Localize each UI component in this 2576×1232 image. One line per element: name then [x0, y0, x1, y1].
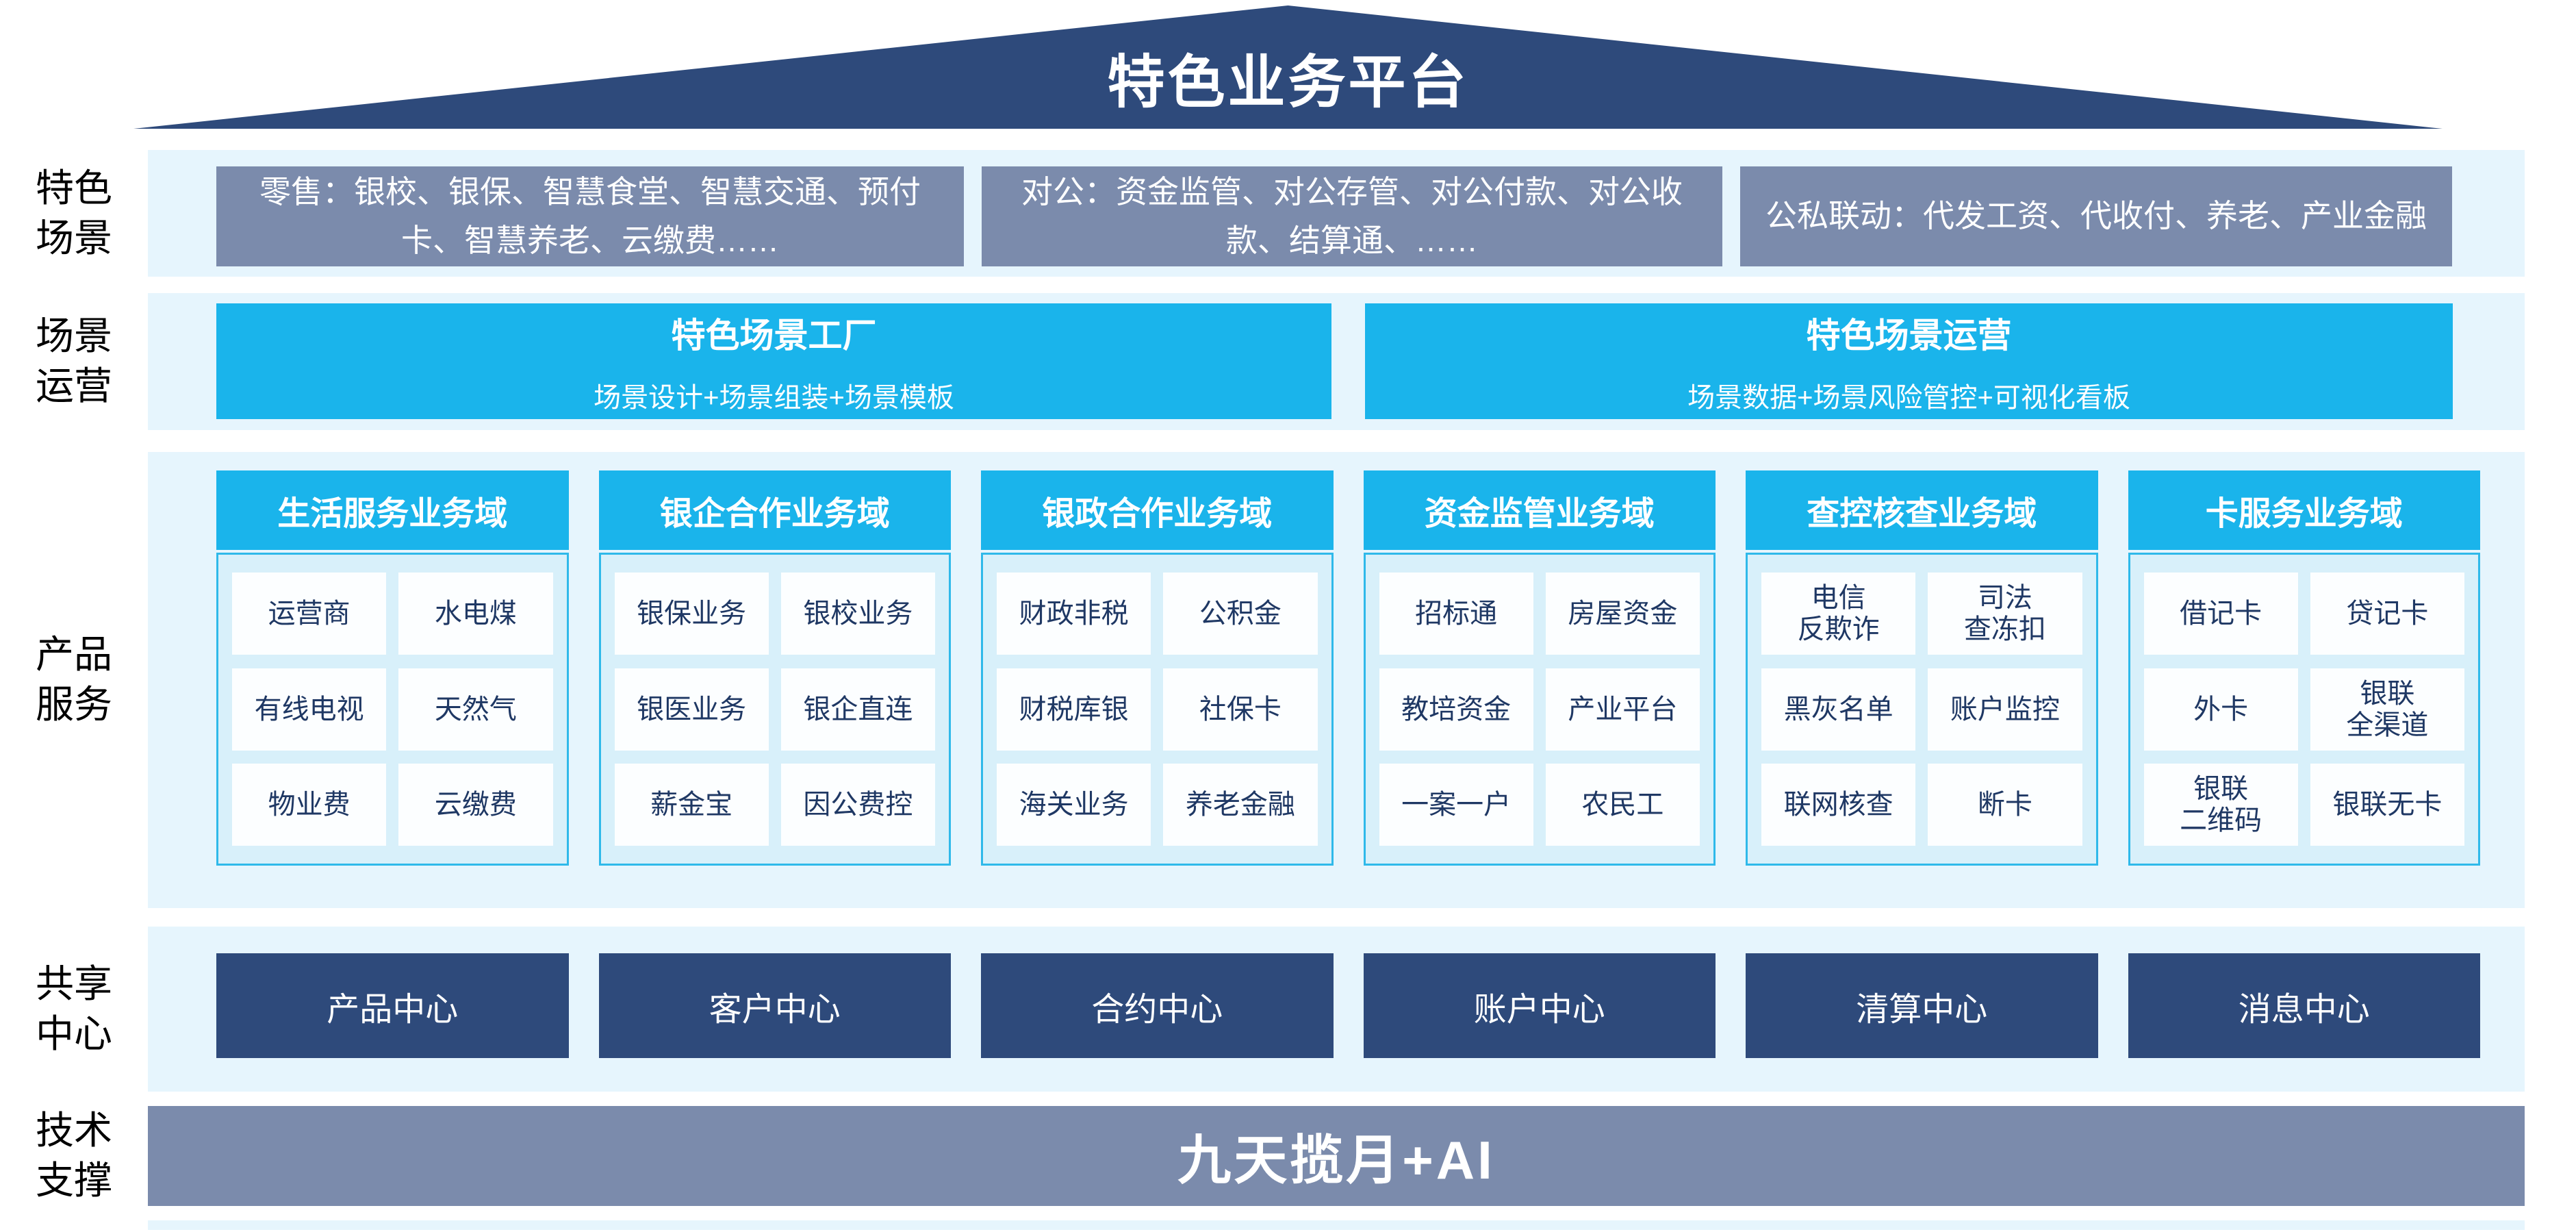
domain-column-card-services: 卡服务业务域 借记卡 贷记卡 外卡 银联 全渠道 银联 二维码 银联无卡 — [2128, 470, 2480, 866]
domain-body: 运营商 水电煤 有线电视 天然气 物业费 云缴费 — [216, 553, 569, 866]
domain-item-cell: 银企直连 — [780, 668, 935, 751]
domain-item-row: 物业费 云缴费 — [232, 764, 553, 846]
domain-item-cell: 电信 反欺诈 — [1761, 573, 1916, 655]
domain-item-cell: 公积金 — [1163, 573, 1318, 655]
domain-item-row: 财税库银 社保卡 — [997, 668, 1318, 751]
domain-item-cell: 账户监控 — [1928, 668, 2082, 751]
share-center-box-message: 消息中心 — [2128, 953, 2480, 1058]
domain-item-cell: 天然气 — [398, 668, 553, 751]
scene-operation-title: 特色场景运营 — [1806, 316, 2012, 355]
domain-item-row: 教培资金 产业平台 — [1379, 668, 1700, 751]
domain-item-row: 银联 二维码 银联无卡 — [2143, 764, 2464, 846]
domain-item-cell: 银校业务 — [780, 573, 935, 655]
domain-column-life-services: 生活服务业务域 运营商 水电煤 有线电视 天然气 物业费 云缴费 — [216, 470, 569, 866]
domain-item-cell: 招标通 — [1379, 573, 1533, 655]
domain-item-cell: 断卡 — [1928, 764, 2082, 846]
domain-item-cell: 司法 查冻扣 — [1928, 573, 2082, 655]
domain-header: 银企合作业务域 — [598, 470, 951, 550]
domain-item-row: 电信 反欺诈 司法 查冻扣 — [1761, 573, 2082, 655]
scene-box-retail: 零售：银校、银保、智慧食堂、智慧交通、预付卡、智慧养老、云缴费…… — [216, 166, 964, 266]
domain-header: 银政合作业务域 — [981, 470, 1334, 550]
domain-item-cell: 银联无卡 — [2310, 764, 2464, 846]
domain-item-cell: 财税库银 — [997, 668, 1151, 751]
domain-item-cell: 银保业务 — [614, 573, 769, 655]
domain-item-cell: 云缴费 — [398, 764, 553, 846]
domain-item-row: 银保业务 银校业务 — [614, 573, 935, 655]
domain-body: 银保业务 银校业务 银医业务 银企直连 薪金宝 因公费控 — [598, 553, 951, 866]
scene-operation-box: 特色场景运营 场景数据+场景风险管控+可视化看板 — [1365, 303, 2453, 419]
domain-item-cell: 水电煤 — [398, 573, 553, 655]
domain-item-cell: 运营商 — [232, 573, 387, 655]
domain-item-row: 招标通 房屋资金 — [1379, 573, 1700, 655]
domain-item-cell: 社保卡 — [1163, 668, 1318, 751]
domain-item-row: 薪金宝 因公费控 — [614, 764, 935, 846]
domain-item-cell: 教培资金 — [1379, 668, 1533, 751]
domain-item-cell: 财政非税 — [997, 573, 1151, 655]
domain-item-cell: 银联 全渠道 — [2310, 668, 2464, 751]
bottom-strip — [148, 1220, 2525, 1230]
domain-body: 招标通 房屋资金 教培资金 产业平台 一案一户 农民工 — [1363, 553, 1716, 866]
domain-item-row: 运营商 水电煤 — [232, 573, 553, 655]
domain-item-row: 海关业务 养老金融 — [997, 764, 1318, 846]
domain-item-row: 借记卡 贷记卡 — [2143, 573, 2464, 655]
domain-item-cell: 一案一户 — [1379, 764, 1533, 846]
domain-column-fund-supervision: 资金监管业务域 招标通 房屋资金 教培资金 产业平台 一案一户 农民工 — [1363, 470, 1716, 866]
side-label-products: 产品 服务 — [36, 633, 112, 726]
share-center-box-customer: 客户中心 — [598, 953, 951, 1058]
share-center-box-account: 账户中心 — [1363, 953, 1716, 1058]
domain-item-cell: 农民工 — [1545, 764, 1700, 846]
roof-banner: 特色业务平台 — [133, 5, 2443, 129]
scene-factory-title: 特色场景工厂 — [671, 316, 877, 355]
domain-item-cell: 养老金融 — [1163, 764, 1318, 846]
domain-item-cell: 贷记卡 — [2310, 573, 2464, 655]
share-center-box-contract: 合约中心 — [981, 953, 1334, 1058]
domain-item-cell: 银联 二维码 — [2143, 764, 2298, 846]
domain-item-row: 银医业务 银企直连 — [614, 668, 935, 751]
scene-factory-subtitle: 场景设计+场景组装+场景模板 — [594, 382, 954, 413]
domain-item-cell: 薪金宝 — [614, 764, 769, 846]
domain-item-cell: 海关业务 — [997, 764, 1151, 846]
share-center-box-clearing: 清算中心 — [1746, 953, 2098, 1058]
domain-header: 查控核查业务域 — [1746, 470, 2098, 550]
domain-item-row: 外卡 银联 全渠道 — [2143, 668, 2464, 751]
side-label-scene-ops: 场景 运营 — [36, 314, 112, 407]
share-center-box-product: 产品中心 — [216, 953, 569, 1058]
domain-body: 电信 反欺诈 司法 查冻扣 黑灰名单 账户监控 联网核查 断卡 — [1746, 553, 2098, 866]
domain-header: 生活服务业务域 — [216, 470, 569, 550]
platform-title: 特色业务平台 — [1107, 50, 1469, 114]
domain-item-cell: 黑灰名单 — [1761, 668, 1916, 751]
scene-box-corporate: 对公：资金监管、对公存管、对公付款、对公收款、结算通、…… — [982, 166, 1722, 266]
domain-item-cell: 借记卡 — [2143, 573, 2298, 655]
domain-body: 借记卡 贷记卡 外卡 银联 全渠道 银联 二维码 银联无卡 — [2128, 553, 2480, 866]
side-label-share-centers: 共享 中心 — [36, 961, 112, 1055]
domain-column-bank-enterprise: 银企合作业务域 银保业务 银校业务 银医业务 银企直连 薪金宝 因公费控 — [598, 470, 951, 866]
domain-item-cell: 因公费控 — [780, 764, 935, 846]
scene-operation-subtitle: 场景数据+场景风险管控+可视化看板 — [1687, 382, 2130, 413]
domain-body: 财政非税 公积金 财税库银 社保卡 海关业务 养老金融 — [981, 553, 1334, 866]
domain-item-cell: 有线电视 — [232, 668, 387, 751]
domain-item-row: 联网核查 断卡 — [1761, 764, 2082, 846]
scene-factory-box: 特色场景工厂 场景设计+场景组装+场景模板 — [216, 303, 1331, 419]
domain-item-cell: 银医业务 — [614, 668, 769, 751]
side-label-featured-scenes: 特色 场景 — [36, 166, 112, 260]
domain-item-cell: 联网核查 — [1761, 764, 1916, 846]
share-centers: 产品中心 客户中心 合约中心 账户中心 清算中心 消息中心 — [216, 953, 2480, 1058]
domain-column-bank-government: 银政合作业务域 财政非税 公积金 财税库银 社保卡 海关业务 养老金融 — [981, 470, 1334, 866]
domain-item-row: 财政非税 公积金 — [997, 573, 1318, 655]
domain-header: 卡服务业务域 — [2128, 470, 2480, 550]
scene-box-public-private: 公私联动：代发工资、代收付、养老、产业金融 — [1740, 166, 2452, 266]
domain-header: 资金监管业务域 — [1363, 470, 1716, 550]
domain-item-row: 一案一户 农民工 — [1379, 764, 1700, 846]
domain-item-cell: 物业费 — [232, 764, 387, 846]
side-label-tech-support: 技术 支撑 — [36, 1109, 112, 1202]
domain-item-row: 有线电视 天然气 — [232, 668, 553, 751]
domain-item-row: 黑灰名单 账户监控 — [1761, 668, 2082, 751]
domain-item-cell: 外卡 — [2143, 668, 2298, 751]
domain-column-inquiry-control: 查控核查业务域 电信 反欺诈 司法 查冻扣 黑灰名单 账户监控 联网核查 断卡 — [1746, 470, 2098, 866]
tech-support-bar: 九天揽月+AI — [148, 1106, 2525, 1206]
domain-item-cell: 产业平台 — [1545, 668, 1700, 751]
domain-item-cell: 房屋资金 — [1545, 573, 1700, 655]
product-domains: 生活服务业务域 运营商 水电煤 有线电视 天然气 物业费 云缴费 银企合作业务域 — [216, 470, 2480, 866]
